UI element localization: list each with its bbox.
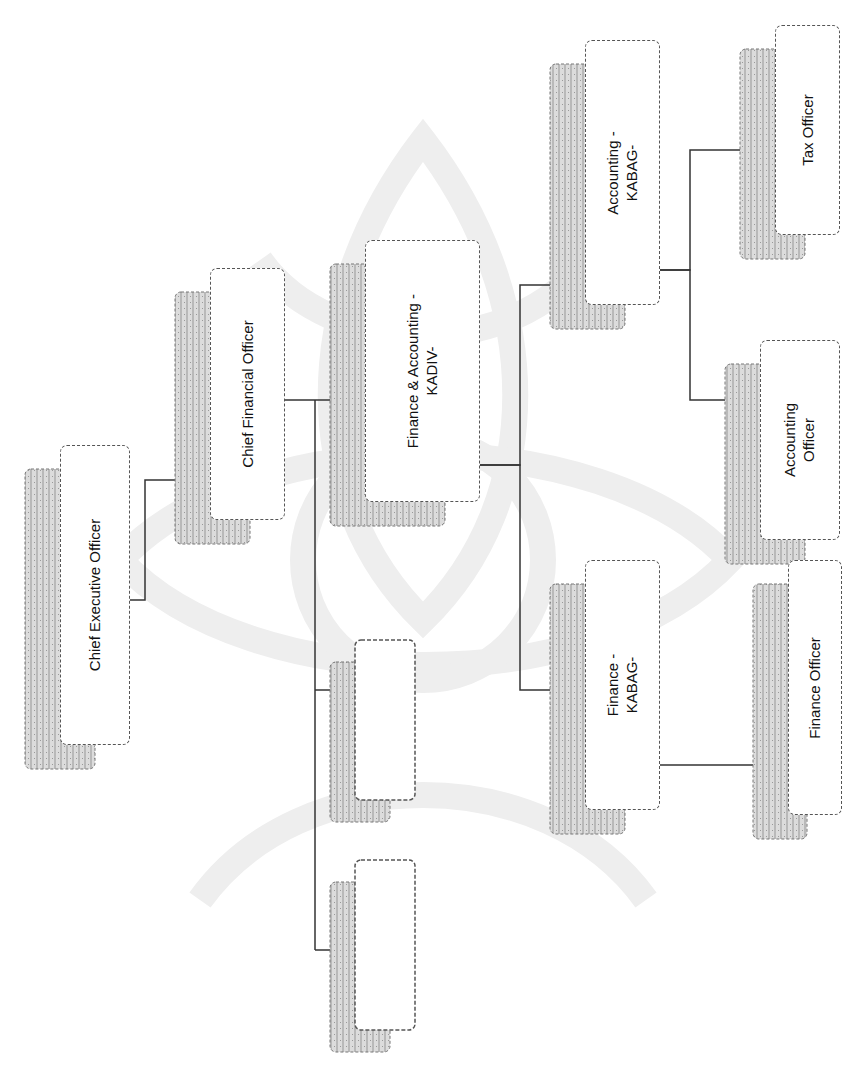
- org-box: Finance -KABAG-: [585, 560, 660, 810]
- box-label: Chief Financial Officer: [238, 282, 257, 507]
- org-box: Accounting Officer: [760, 340, 840, 540]
- org-box: Chief Financial Officer: [210, 268, 285, 520]
- org-box: Accounting -KABAG-: [585, 40, 660, 305]
- box-label: Chief Executive Officer: [86, 460, 105, 730]
- box-label: Finance -KABAG-: [604, 645, 642, 725]
- org-box: Tax Officer: [775, 25, 840, 235]
- box-label: Accounting -KABAG-: [604, 128, 642, 218]
- box-label: Accounting Officer: [781, 395, 819, 485]
- box-label: Finance & Accounting -KADIV-: [404, 286, 442, 456]
- org-box: Finance Officer: [788, 560, 842, 815]
- box-label: Tax Officer: [798, 40, 817, 220]
- org-box: Chief Executive Officer: [60, 445, 130, 745]
- org-box: Finance & Accounting -KADIV-: [365, 240, 480, 502]
- box-label: Finance Officer: [806, 578, 825, 798]
